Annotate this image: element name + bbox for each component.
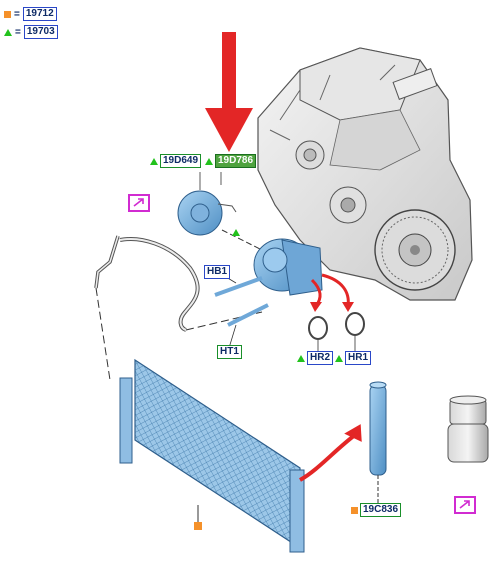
legend-row-orange: = 19712 (4, 7, 57, 21)
callout-o-ring-2: HR2 (297, 351, 334, 365)
orange-square-icon (4, 10, 11, 18)
callout-hose-tube: HT1 (217, 345, 242, 359)
o-ring-hr2 (308, 316, 328, 340)
drier-cartridge-illustration (369, 381, 387, 505)
orange-square-icon (351, 506, 358, 514)
green-triangle-icon (4, 28, 12, 36)
orange-square-icon (194, 522, 202, 530)
hose-assembly (94, 235, 269, 381)
callout-compressor-clutch: 19D649 (150, 154, 202, 168)
link-icon-hose[interactable] (128, 194, 150, 212)
legend-row-green: = 19703 (4, 25, 58, 39)
callout-drier-cartridge: 19C836 (351, 503, 402, 517)
green-triangle-icon (335, 354, 343, 362)
engine-illustration (257, 47, 473, 301)
highlight-arrow (205, 32, 253, 152)
callout-o-ring-1: HR1 (335, 351, 372, 365)
o-ring-hr1 (345, 312, 365, 336)
green-triangle-icon (232, 229, 240, 236)
condenser-illustration (119, 358, 362, 553)
callout-clutch-pulley: 19D786 (205, 154, 257, 168)
legend-code[interactable]: 19703 (23, 25, 58, 39)
green-triangle-icon (297, 354, 305, 362)
green-triangle-icon (205, 157, 213, 165)
legend-code[interactable]: 19712 (22, 7, 57, 21)
clutch-pulley-illustration (177, 172, 237, 236)
callout-hose-bracket: HB1 (204, 265, 231, 279)
drier-cap-illustration (447, 395, 489, 463)
green-triangle-icon (150, 157, 158, 165)
link-icon-cap[interactable] (454, 496, 476, 514)
